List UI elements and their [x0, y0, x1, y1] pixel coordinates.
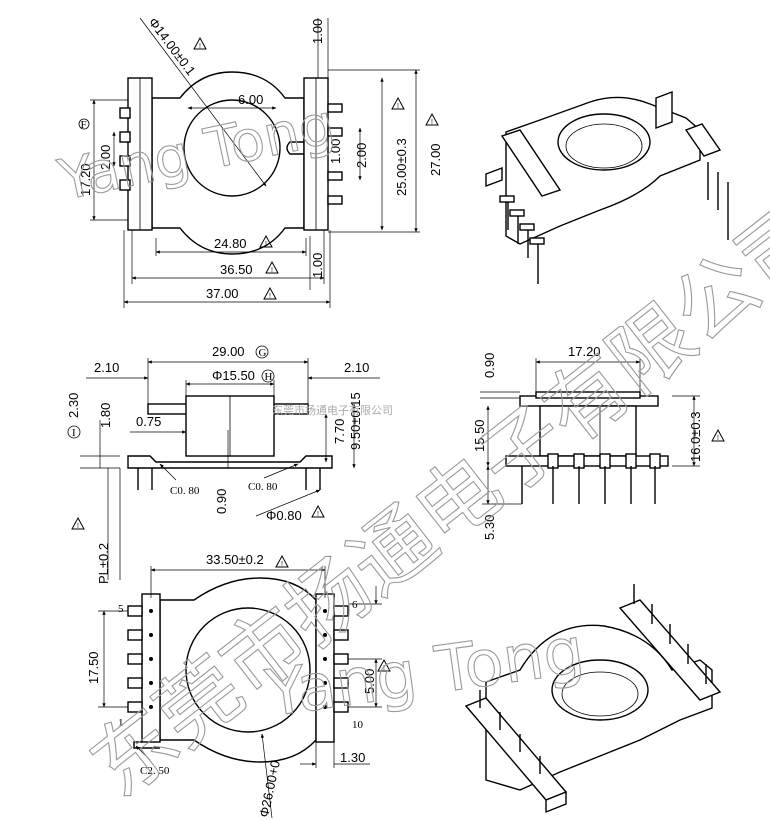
front-chamfer-right: C0. 80 [248, 481, 278, 493]
top-height-b: 25.00±0.3 [394, 138, 409, 196]
front-pin-dia: Φ0.80 [266, 508, 302, 523]
top-dia-core: Φ14.00±0.1 [146, 15, 199, 78]
front-width-top-mark: G [259, 347, 267, 359]
top-width-c: 37.00 [206, 286, 239, 301]
bottom-right-pins [323, 605, 349, 713]
bottom-view: 33.50±0.2 17.50 5 1 6 10 5.00 C2. 50 1.3… [86, 552, 391, 819]
bottom-pin-span: 33.50±0.2 [206, 552, 264, 567]
top-slot-width: 6.00 [238, 92, 263, 107]
iso-top-left-pins [499, 195, 545, 284]
front-pin-len: PL±0.2 [96, 543, 111, 584]
top-width-b: 36.50 [220, 262, 253, 277]
front-step-h: 1.80 [98, 403, 113, 428]
top-gap-right: 1.00 [328, 139, 343, 164]
watermark-company-small: 东莞市扬通电子有限公司 [272, 403, 393, 417]
bottom-chamfer: C2. 50 [140, 765, 170, 777]
bottom-gap: 1.30 [340, 750, 365, 765]
front-total-h: 9.50±0.15 [348, 392, 363, 450]
front-flange-t: 2.30 [66, 393, 81, 418]
front-base-flange [127, 455, 333, 469]
bottom-pitch-right: 5.00 [362, 669, 377, 694]
front-mid-h: 7.70 [332, 419, 347, 444]
side-top-t: 0.90 [482, 353, 497, 378]
front-view: 29.00 G Φ15.50 H 2.10 2.10 2.30 I 1.80 0… [66, 344, 380, 584]
front-side-left: 2.10 [94, 360, 119, 375]
top-view-right-slots [327, 103, 343, 205]
side-view: 17.20 0.90 15.50 16.0±0.3 5.30 [472, 344, 725, 540]
dim-dia-core-leader [139, 17, 267, 187]
bottom-pin-num-10: 10 [352, 719, 364, 731]
iso-top-right-pins [707, 162, 729, 240]
top-gap-bottom: 1.00 [310, 253, 325, 278]
iso-bottom-core [551, 659, 649, 721]
top-width-a: 24.80 [214, 236, 247, 251]
bottom-pin-num-6: 6 [352, 599, 358, 611]
top-gap-top: 1.00 [310, 19, 325, 44]
front-side-right: 2.10 [344, 360, 369, 375]
front-pins [137, 468, 321, 490]
side-height-b: 16.0±0.3 [688, 411, 703, 462]
front-dia-tube: Φ15.50 [212, 368, 255, 383]
side-pins [521, 466, 656, 504]
bottom-pin-num-1: 1 [118, 717, 124, 729]
top-pitch-left: 2.00 [98, 145, 113, 170]
side-pin-len: 5.30 [482, 515, 497, 540]
top-height-c: 27.00 [428, 143, 443, 176]
bottom-pitch-left: 17.50 [86, 651, 101, 684]
bottom-pin-num-5: 5 [118, 603, 124, 615]
iso-bottom-back-pins [633, 584, 707, 684]
front-dia-tube-mark: H [265, 371, 273, 383]
watermark-brand-top: Yang Tong [52, 92, 340, 214]
side-body [539, 405, 637, 457]
front-pin-offset: 0.90 [214, 489, 229, 514]
bottom-core-circle [185, 607, 311, 733]
top-view-core-circle [183, 99, 281, 197]
top-height-a: 17.20 [78, 163, 93, 196]
side-height-a: 15.50 [472, 419, 487, 452]
front-inner-t: 0.75 [136, 414, 161, 429]
iso-top-core [557, 113, 651, 171]
top-height-a-mark: F [81, 119, 87, 131]
front-width-top: 29.00 [212, 344, 245, 359]
iso-view-top [485, 90, 729, 284]
bottom-left-pins [127, 605, 153, 713]
top-view-left-pins [119, 107, 131, 191]
side-base [505, 455, 669, 467]
bottom-dia-flange: Φ26.00+0 [256, 759, 283, 819]
front-chamfer-left: C0. 80 [170, 485, 200, 497]
top-pitch-right: 2.00 [354, 143, 369, 168]
iso-bottom-front-pins [479, 690, 541, 774]
iso-view-bottom [464, 584, 722, 814]
side-width: 17.20 [568, 344, 601, 359]
front-flange-t-mark: I [72, 427, 76, 439]
